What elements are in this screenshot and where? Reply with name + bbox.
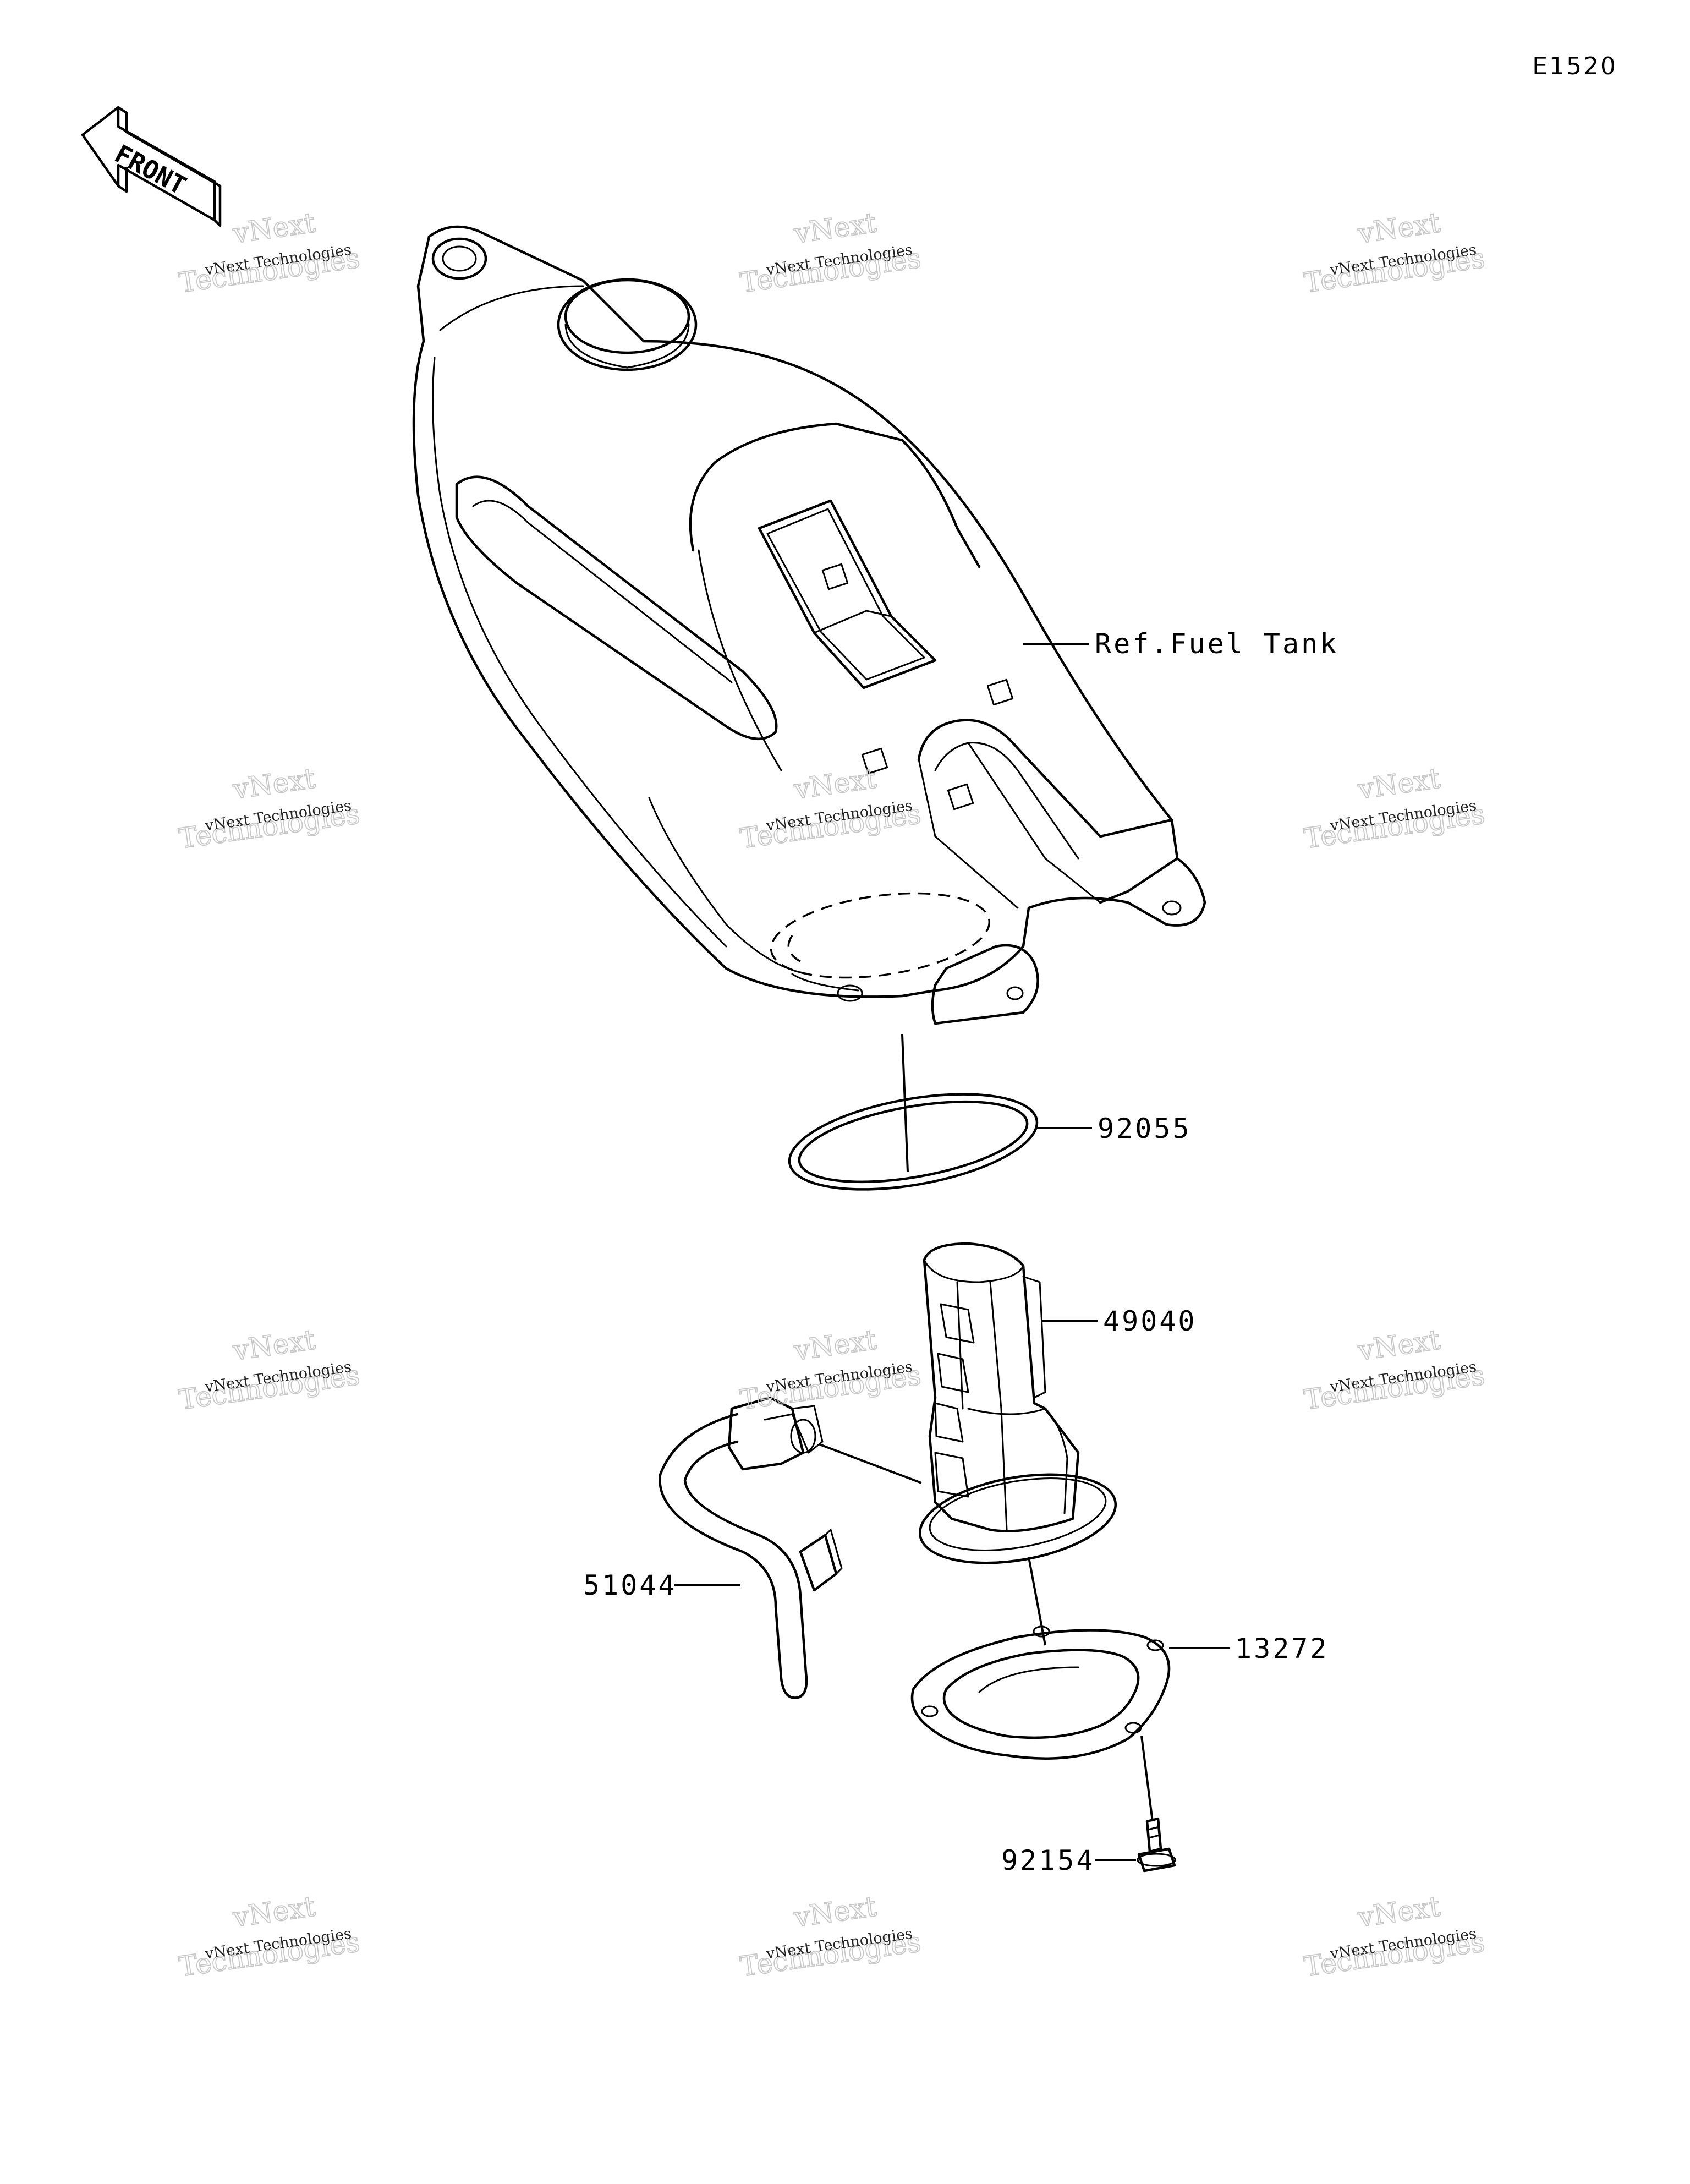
ref-fuel-tank-label: Ref.Fuel Tank xyxy=(1095,628,1338,660)
front-direction-arrow: FRONT xyxy=(81,106,222,227)
svg-text:vNext: vNext xyxy=(1356,206,1442,249)
92154-label: 92154 xyxy=(1001,1844,1095,1876)
92055-label: 92055 xyxy=(1098,1113,1192,1145)
51044-label: 51044 xyxy=(583,1569,677,1601)
svg-text:vNext: vNext xyxy=(231,762,317,805)
svg-text:vNext: vNext xyxy=(231,206,317,249)
center-line-bolt xyxy=(1140,1736,1154,1822)
fuel-tank-illustration xyxy=(412,225,1206,1025)
gasket-13272 xyxy=(910,1625,1171,1760)
svg-text:vNext: vNext xyxy=(792,1890,878,1933)
front-label: FRONT xyxy=(110,139,191,201)
svg-text:vNext: vNext xyxy=(1356,1890,1442,1933)
svg-text:vNext: vNext xyxy=(1356,762,1442,805)
fuel-hose-51044 xyxy=(659,1396,922,1699)
svg-text:vNext: vNext xyxy=(1356,1323,1442,1366)
svg-text:vNext: vNext xyxy=(792,1323,878,1366)
13272-label: 13272 xyxy=(1235,1633,1329,1665)
svg-text:vNext: vNext xyxy=(792,762,878,805)
svg-text:vNext: vNext xyxy=(792,206,878,249)
svg-text:vNext: vNext xyxy=(231,1323,317,1366)
fuel-pump-49040 xyxy=(919,1242,1117,1564)
svg-text:vNext: vNext xyxy=(231,1890,317,1933)
center-line-upper xyxy=(901,1034,909,1173)
center-line-lower xyxy=(1028,1557,1046,1646)
diagram-code: E1520 xyxy=(1532,52,1617,80)
49040-label: 49040 xyxy=(1103,1305,1197,1337)
o-ring-92055 xyxy=(788,1093,1039,1191)
bolt-92154 xyxy=(1137,1817,1176,1873)
